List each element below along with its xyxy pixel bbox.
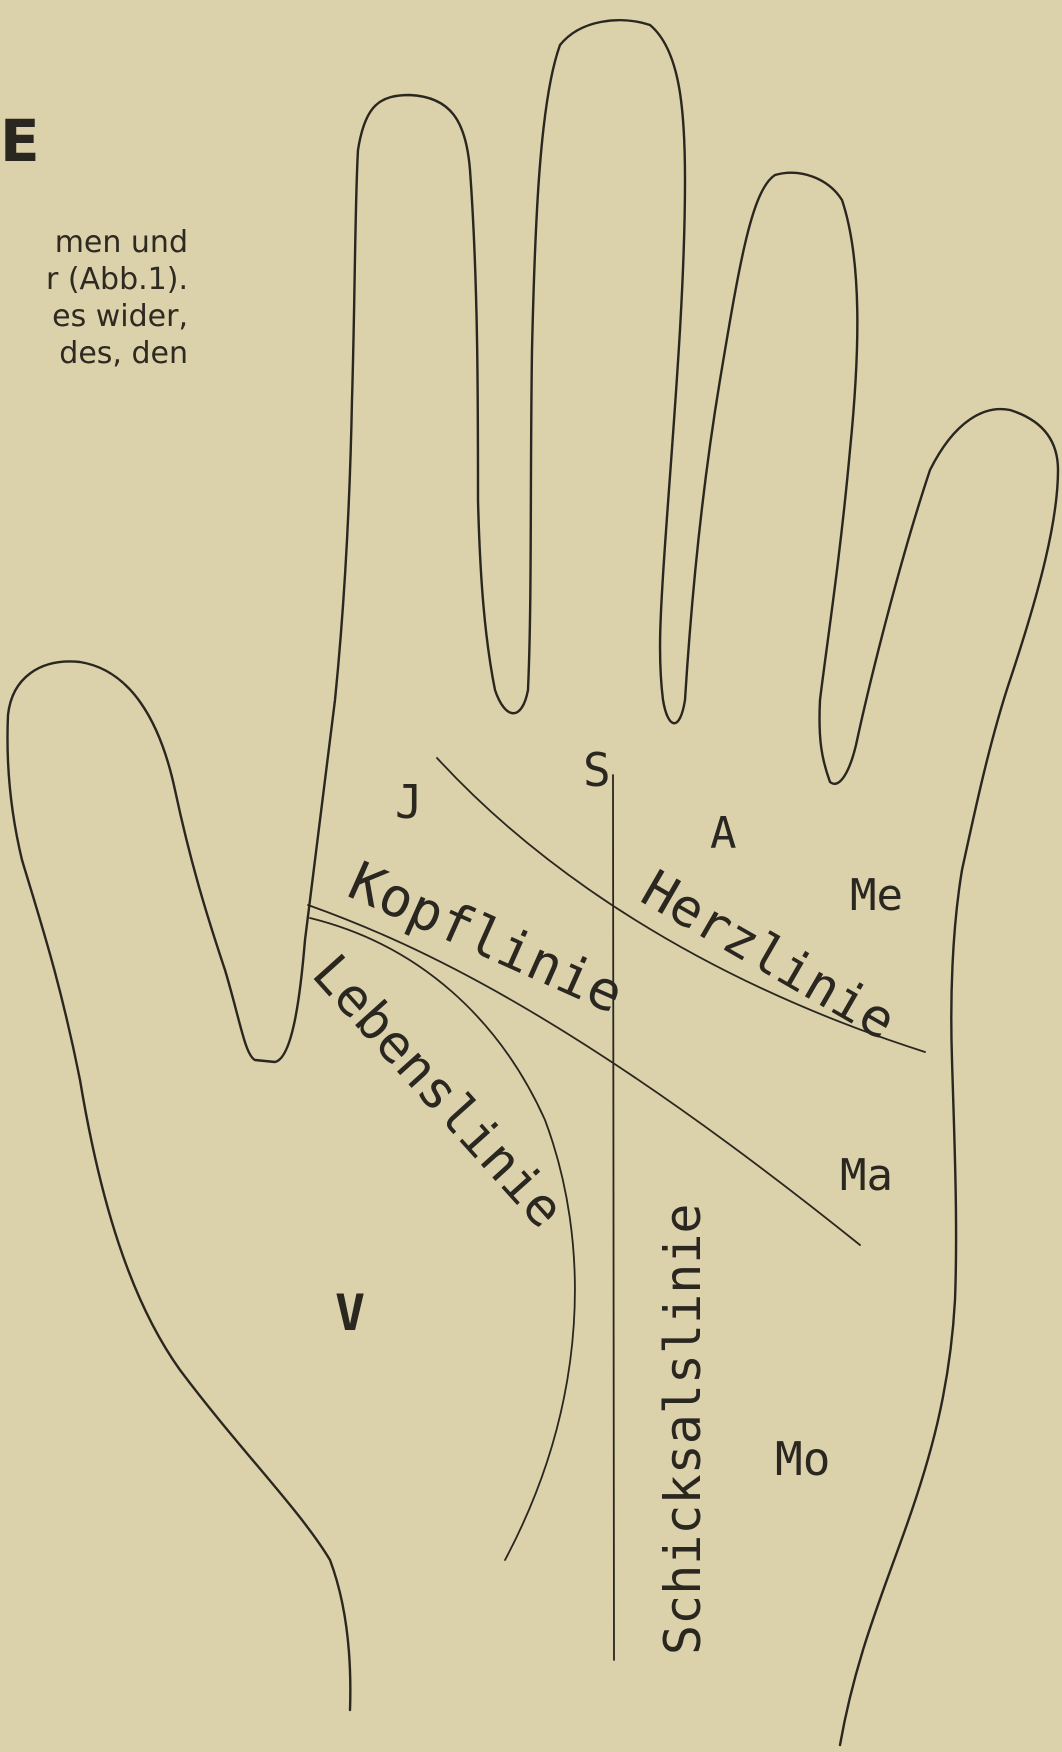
fate-line	[613, 775, 614, 1660]
mount-label-mars: Ma	[840, 1150, 893, 1201]
mount-label-mercury: Me	[850, 870, 903, 921]
mount-label-apollo: A	[710, 808, 737, 859]
mount-label-venus: V	[335, 1284, 365, 1342]
mount-label-jupiter: J	[395, 775, 423, 829]
fate-line-label: Schicksalslinie	[654, 1203, 712, 1655]
mount-label-saturn: S	[583, 743, 611, 797]
mount-label-moon: Mo	[775, 1432, 830, 1486]
